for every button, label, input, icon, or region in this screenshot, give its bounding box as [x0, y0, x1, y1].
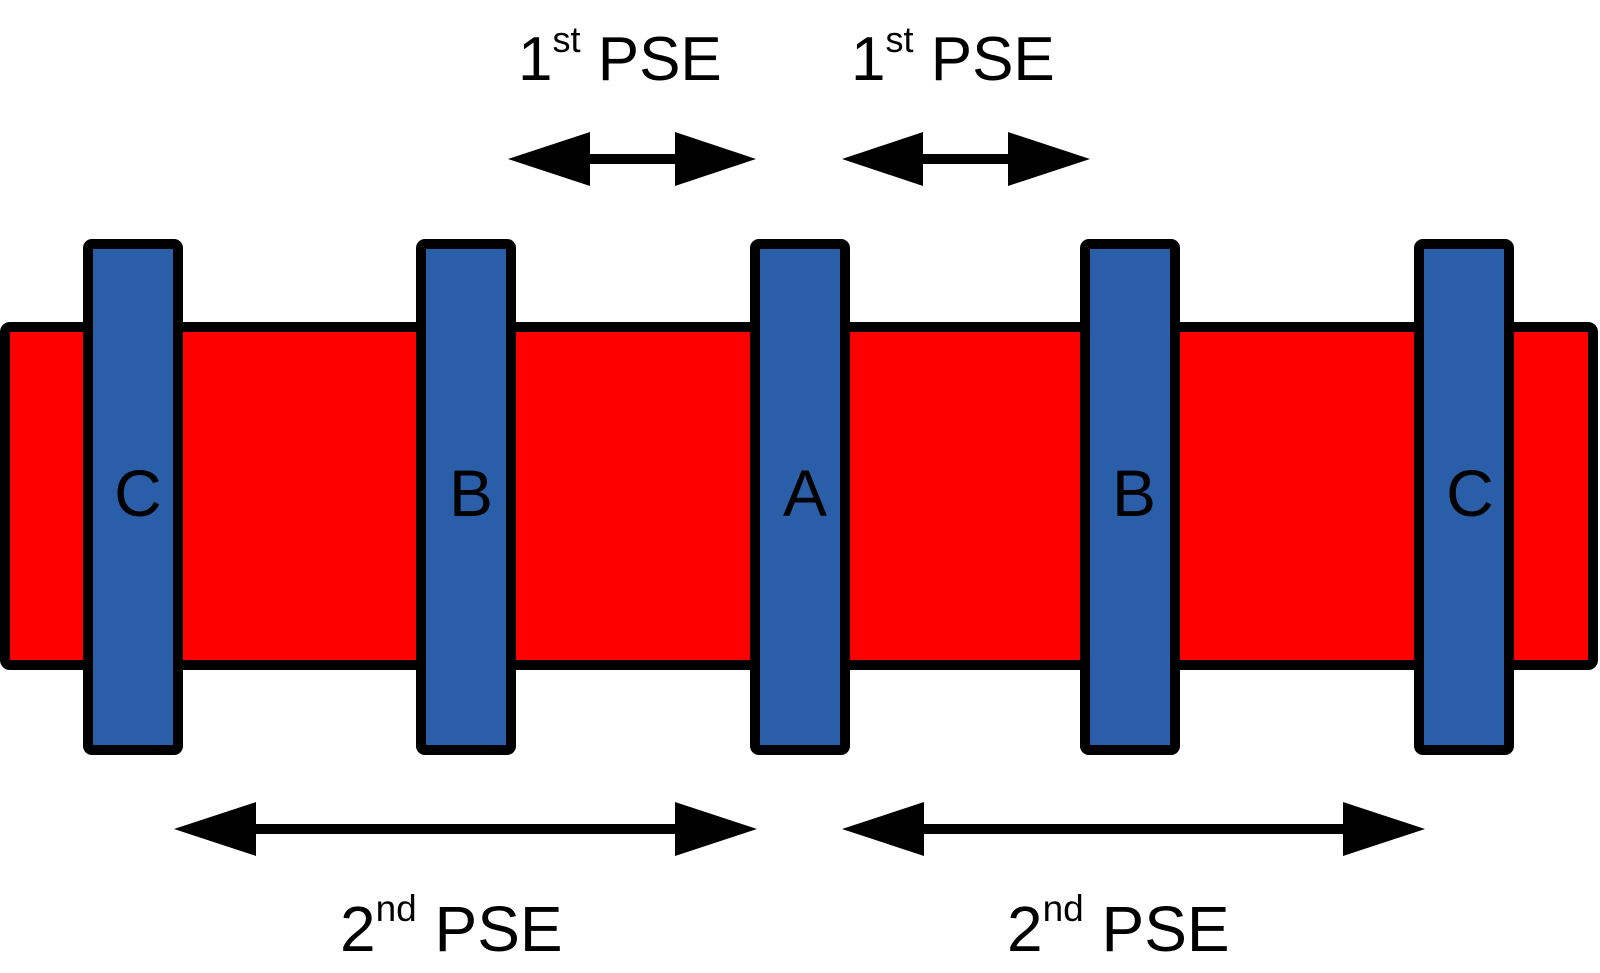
bottom-label-left-number: 2: [340, 893, 376, 965]
band-5: C: [1414, 239, 1514, 755]
bottom-arrow-right-head-left: [842, 802, 924, 856]
top-label-right-text: PSE: [914, 25, 1055, 94]
top-arrow-left: [508, 132, 756, 186]
top-label-right: 1st PSE: [851, 19, 1055, 94]
bottom-arrow-left: [174, 802, 757, 856]
band-2: B: [416, 239, 516, 755]
bottom-label-left-text: PSE: [417, 893, 563, 965]
bottom-arrow-left-head-right: [675, 802, 757, 856]
top-arrow-right-head-left: [842, 132, 923, 186]
band-3-rect: [750, 239, 850, 755]
top-label-left-number: 1: [518, 25, 552, 94]
band-3: A: [750, 239, 850, 755]
top-arrow-left-head-right: [675, 132, 756, 186]
bottom-label-right-superscript: nd: [1043, 888, 1084, 929]
bottom-label-left-superscript: nd: [376, 888, 417, 929]
top-label-left-text: PSE: [581, 25, 722, 94]
bottom-label-right-number: 2: [1007, 893, 1043, 965]
band-4-label: B: [1112, 456, 1156, 530]
bottom-label-left: 2nd PSE: [340, 888, 563, 965]
top-label-right-number: 1: [851, 25, 885, 94]
band-5-rect: [1414, 239, 1514, 755]
top-label-left: 1st PSE: [518, 19, 722, 94]
bottom-label-right: 2nd PSE: [1007, 888, 1230, 965]
top-label-left-superscript: st: [552, 19, 580, 60]
band-2-rect: [416, 239, 516, 755]
top-arrow-left-head-left: [508, 132, 590, 186]
band-1: C: [83, 239, 183, 755]
band-3-label: A: [783, 456, 827, 530]
band-4: B: [1080, 239, 1180, 755]
top-label-right-superscript: st: [885, 19, 913, 60]
band-4-rect: [1080, 239, 1180, 755]
band-5-label: C: [1446, 456, 1494, 530]
bottom-label-right-text: PSE: [1084, 893, 1230, 965]
band-2-label: B: [449, 456, 493, 530]
bottom-arrow-right-head-right: [1343, 802, 1425, 856]
top-arrow-right-head-right: [1008, 132, 1090, 186]
bottom-arrow-left-head-left: [174, 802, 256, 856]
band-1-label: C: [114, 456, 162, 530]
band-1-rect: [83, 239, 183, 755]
bottom-arrow-right: [842, 802, 1425, 856]
top-arrow-right: [842, 132, 1090, 186]
